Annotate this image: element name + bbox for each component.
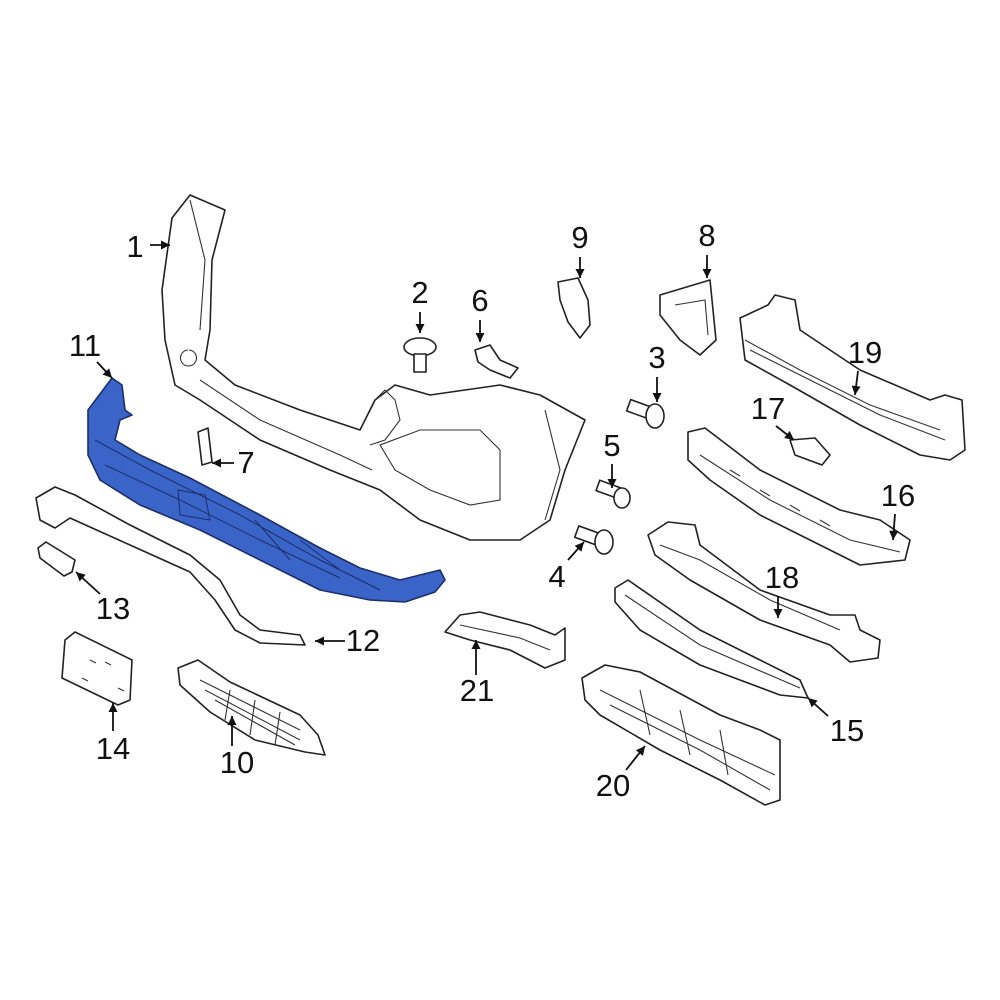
callout-number: 16 [881,478,915,513]
callout-7[interactable]: 7 [212,445,255,480]
arrowhead-icon [851,385,861,395]
part-energy-absorber[interactable] [687,427,911,566]
arrowhead-icon [471,640,481,649]
part-small-bracket[interactable] [789,437,831,466]
callout-number: 10 [220,745,254,780]
arrowhead-icon [652,393,662,402]
callout-17[interactable]: 17 [751,391,795,441]
part-impact-bar[interactable] [739,294,966,461]
callout-11[interactable]: 11 [69,328,113,379]
arrowhead-icon [475,333,485,342]
arrowhead-icon [702,269,712,278]
arrowhead-icon [161,240,170,250]
callout-12[interactable]: 12 [315,623,380,658]
callout-number: 1 [126,229,143,264]
part-grommet[interactable] [625,398,665,429]
arrowhead-icon [76,572,86,582]
callout-number: 13 [96,591,130,626]
callout-number: 21 [460,673,494,708]
callout-number: 9 [571,220,588,255]
part-bumper-cover[interactable] [161,194,586,541]
part-tow-eye-cover[interactable] [37,541,76,577]
part-guide-bracket[interactable] [557,277,591,339]
callout-20[interactable]: 20 [596,745,646,803]
callout-16[interactable]: 16 [881,478,915,541]
arrowhead-icon [315,636,324,646]
callout-8[interactable]: 8 [698,218,716,278]
arrowhead-icon [784,430,794,440]
part-side-bracket[interactable] [659,279,717,356]
callout-number: 17 [751,391,785,426]
callout-number: 20 [596,768,630,803]
arrowhead-icon [212,458,221,468]
arrowhead-icon [635,746,645,756]
arrowhead-icon [102,368,112,378]
callout-number: 12 [346,623,380,658]
arrowhead-icon [415,324,425,333]
callout-number: 11 [69,328,101,363]
callout-21[interactable]: 21 [460,640,494,708]
callout-number: 19 [848,335,882,370]
callout-number: 5 [603,428,620,463]
part-upper-absorber[interactable] [647,521,881,663]
callout-5[interactable]: 5 [603,428,621,488]
arrowhead-icon [227,716,237,725]
callout-number: 8 [698,218,715,253]
part-push-retainer[interactable] [403,337,437,373]
part-retainer[interactable] [573,525,614,555]
callout-number: 15 [830,713,864,748]
callout-number: 6 [471,283,488,318]
arrowhead-icon [808,698,818,708]
arrowhead-icon [889,530,899,540]
callout-6[interactable]: 6 [471,283,489,342]
callout-14[interactable]: 14 [96,703,130,766]
part-air-deflector[interactable] [581,664,781,806]
callout-2[interactable]: 2 [411,275,429,333]
callout-number: 3 [648,340,665,375]
part-trim-molding[interactable] [35,486,306,646]
arrowhead-icon [773,609,783,618]
callout-1[interactable]: 1 [126,229,170,264]
part-clip[interactable] [197,427,213,466]
part-grille[interactable] [177,659,326,756]
arrowhead-icon [108,703,118,712]
callout-number: 14 [96,731,130,766]
callout-13[interactable]: 13 [75,571,130,626]
part-license-bracket[interactable] [61,631,133,706]
callout-3[interactable]: 3 [648,340,666,402]
callout-4[interactable]: 4 [548,541,585,594]
arrowhead-icon [607,479,617,488]
callout-number: 7 [237,445,254,480]
part-bracket[interactable] [474,344,519,379]
arrowhead-icon [575,269,585,278]
callout-number: 2 [411,275,428,310]
arrowhead-icon [574,542,584,552]
part-side-deflector[interactable] [444,611,566,669]
callout-10[interactable]: 10 [220,716,254,780]
callout-number: 18 [765,560,799,595]
callout-9[interactable]: 9 [571,220,589,278]
callout-18[interactable]: 18 [765,560,799,618]
callout-15[interactable]: 15 [807,697,864,748]
part-lower-valance[interactable] [87,377,446,603]
callout-19[interactable]: 19 [848,335,882,396]
callout-number: 4 [548,559,565,594]
